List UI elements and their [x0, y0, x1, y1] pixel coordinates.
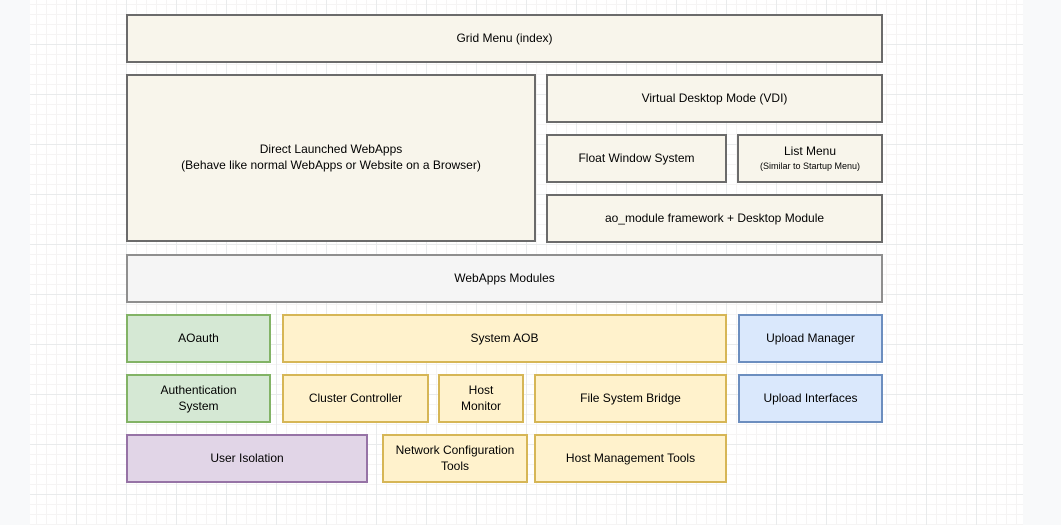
- shape-authentication-system[interactable]: Authentication System: [126, 374, 271, 423]
- shape-user-isolation-label: User Isolation: [210, 450, 284, 465]
- shape-ao-module-framework[interactable]: ao_module framework + Desktop Module: [546, 194, 883, 243]
- shape-virtual-desktop-mode[interactable]: Virtual Desktop Mode (VDI): [546, 74, 883, 123]
- shape-network-configuration-tools[interactable]: Network Configuration Tools: [382, 434, 528, 483]
- shape-list-menu[interactable]: List Menu (Similar to Startup Menu): [737, 134, 883, 183]
- shape-host-monitor-label: Host Monitor: [460, 382, 501, 413]
- canvas-margin-right: [1023, 0, 1061, 525]
- shape-user-isolation[interactable]: User Isolation: [126, 434, 368, 483]
- shape-host-management-tools[interactable]: Host Management Tools: [534, 434, 727, 483]
- shape-upload-interfaces[interactable]: Upload Interfaces: [738, 374, 883, 423]
- shape-ao-module-framework-label: ao_module framework + Desktop Module: [604, 210, 825, 225]
- shape-system-aob-label: System AOB: [470, 330, 539, 345]
- shape-direct-launched-webapps-sublabel: (Behave like normal WebApps or Website o…: [181, 158, 481, 172]
- shape-network-configuration-tools-label: Network Configuration Tools: [395, 442, 515, 473]
- shape-grid-menu-label: Grid Menu (index): [456, 30, 553, 45]
- shape-virtual-desktop-mode-label: Virtual Desktop Mode (VDI): [641, 90, 788, 105]
- shape-float-window-system-label: Float Window System: [578, 150, 695, 165]
- shape-list-menu-sublabel: (Similar to Startup Menu): [759, 160, 861, 171]
- shape-direct-launched-webapps[interactable]: Direct Launched WebApps (Behave like nor…: [126, 74, 536, 242]
- shape-aoauth[interactable]: AOauth: [126, 314, 271, 363]
- shape-webapps-modules[interactable]: WebApps Modules: [126, 254, 883, 303]
- shape-system-aob[interactable]: System AOB: [282, 314, 727, 363]
- shape-upload-interfaces-label: Upload Interfaces: [763, 390, 858, 405]
- shape-authentication-system-label: Authentication System: [160, 382, 237, 413]
- shape-upload-manager[interactable]: Upload Manager: [738, 314, 883, 363]
- shape-file-system-bridge-label: File System Bridge: [580, 390, 681, 405]
- shape-grid-menu[interactable]: Grid Menu (index): [126, 14, 883, 63]
- shape-list-menu-label: List Menu: [783, 144, 837, 159]
- shape-file-system-bridge[interactable]: File System Bridge: [534, 374, 727, 423]
- shape-direct-launched-webapps-label: Direct Launched WebApps: [259, 142, 403, 157]
- shape-host-monitor[interactable]: Host Monitor: [438, 374, 524, 423]
- shape-aoauth-label: AOauth: [178, 330, 219, 345]
- canvas-margin-left: [0, 0, 30, 525]
- shape-host-management-tools-label: Host Management Tools: [565, 450, 696, 465]
- shape-upload-manager-label: Upload Manager: [766, 330, 855, 345]
- shape-webapps-modules-label: WebApps Modules: [454, 270, 555, 285]
- shape-cluster-controller-label: Cluster Controller: [308, 390, 403, 405]
- shape-float-window-system[interactable]: Float Window System: [546, 134, 727, 183]
- shape-cluster-controller[interactable]: Cluster Controller: [282, 374, 429, 423]
